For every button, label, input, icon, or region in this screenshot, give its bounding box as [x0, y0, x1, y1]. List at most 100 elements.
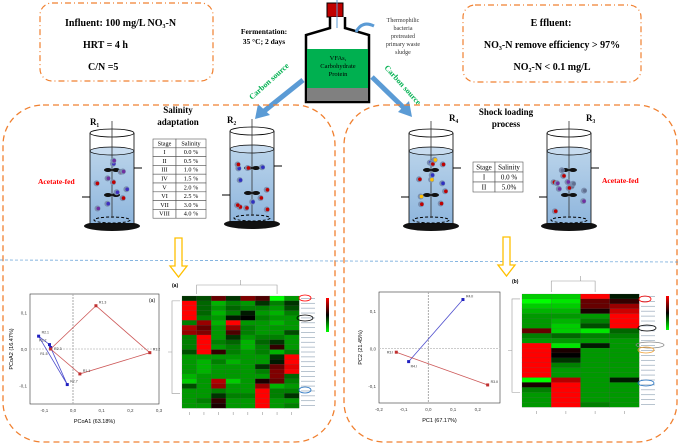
divider-line — [0, 259, 680, 263]
heatmap-cell — [609, 387, 640, 393]
right-panel-title-1: Shock loading — [479, 107, 534, 117]
y-axis-label: PCoA2 (16.47%) — [9, 328, 15, 369]
impeller — [423, 193, 431, 197]
heatmap-cell — [240, 320, 256, 326]
effluent-box — [462, 4, 642, 83]
heatmap-cell — [196, 315, 212, 321]
down-arrow-right — [496, 236, 517, 278]
heatmap-cell — [609, 328, 640, 334]
column-dendrogram — [550, 276, 596, 292]
highlight-oval — [637, 379, 655, 387]
heatmap-cell — [269, 305, 285, 311]
heatmap-cell — [181, 354, 197, 360]
heatmap-cell — [551, 338, 581, 344]
y-tick-label: -0,1 — [368, 384, 376, 389]
heatmap-cell — [240, 403, 256, 409]
heatmap-cell — [551, 323, 581, 329]
impeller — [561, 193, 569, 197]
heatmap-cell — [255, 354, 271, 360]
heatmap-cell — [269, 403, 285, 409]
data-point — [47, 343, 51, 347]
heatmap-cell — [255, 349, 271, 355]
x-tick-label: -0,1 — [40, 408, 48, 413]
point-label: R1.1 — [83, 369, 90, 373]
heatmap-cell — [211, 295, 227, 302]
heatmap-cell — [609, 347, 640, 354]
fermentation-conditions: 35 °C; 2 days — [243, 37, 285, 46]
heatmap-cell — [521, 367, 552, 373]
carbon-source-arrow-left: Carbon source — [247, 61, 305, 119]
carbon-source-label-right: Carbon source — [383, 63, 424, 107]
heatmap-cell — [211, 300, 227, 307]
heatmap-cell — [240, 330, 256, 336]
heatmap-cell — [225, 383, 241, 389]
heatmap-cell — [580, 367, 611, 373]
heatmap-cell — [580, 293, 611, 300]
heatmap-cell — [269, 315, 285, 321]
heatmap-cell — [211, 310, 227, 316]
impeller — [104, 193, 112, 197]
impeller — [569, 168, 577, 172]
heatmap-cell — [225, 393, 241, 399]
heatmap-cell — [211, 349, 227, 355]
heatmap-cell — [225, 368, 241, 375]
heatmap-cell — [609, 333, 640, 339]
heatmap-cell — [521, 387, 552, 393]
heatmap-cell — [521, 313, 552, 319]
heatmap-cell — [181, 330, 197, 336]
svg-text:pretreated: pretreated — [391, 34, 415, 40]
heatmap-cell — [196, 349, 212, 355]
heatmap-cell — [521, 328, 552, 334]
heatmap-cell — [181, 388, 197, 394]
heatmap-cell — [211, 344, 227, 350]
heatmap-cell — [225, 354, 241, 360]
heatmap-cell — [211, 325, 227, 331]
table-cell-text: III — [161, 167, 167, 174]
point-label: R1.2 — [153, 348, 160, 352]
row-dendrogram — [508, 298, 520, 393]
heatmap-cell — [240, 349, 256, 355]
heatmap-cell — [211, 383, 227, 389]
heatmap-cell — [255, 339, 271, 345]
heatmap-cell — [284, 320, 300, 326]
heatmap-cell — [580, 387, 611, 393]
heatmap-cell — [551, 293, 581, 300]
table-cell-text: I — [163, 149, 165, 156]
heatmap-cell — [255, 383, 271, 389]
heatmap-cell — [181, 320, 197, 326]
heatmap-cell — [196, 310, 212, 316]
heatmap-cell — [580, 397, 611, 403]
x-tick-label: 0,2 — [127, 408, 134, 413]
heatmap-cell — [255, 315, 271, 321]
heatmap-cell — [225, 305, 241, 311]
reactor-r1-label: R₁ — [90, 117, 99, 127]
heatmap-cell — [240, 305, 256, 311]
heatmap-cell — [521, 308, 552, 314]
heatmap-cell — [181, 383, 197, 389]
heatmap-cell — [609, 367, 640, 373]
heatmap-cell — [196, 383, 212, 389]
cn-text: C/N =5 — [88, 62, 118, 73]
heatmap-cell — [225, 334, 241, 341]
heatmap-cell — [196, 359, 212, 365]
heatmap-cell — [580, 298, 611, 305]
heatmap-cell — [181, 310, 197, 316]
reactor-r1 — [82, 121, 142, 231]
heatmap-cell — [196, 305, 212, 311]
heatmap-cell — [255, 344, 271, 350]
heatmap-cell — [181, 344, 197, 350]
heatmap-cell — [240, 359, 256, 365]
heatmap-cell — [609, 357, 640, 364]
data-point — [394, 350, 398, 354]
panel-label: (b) — [512, 279, 519, 285]
heatmap-cell — [255, 378, 271, 384]
influent-text: Influent: 100 mg/L NO₃-N — [65, 18, 177, 29]
heatmap-cell — [580, 318, 611, 324]
heatmap-cell — [211, 315, 227, 321]
heatmap-cell — [196, 368, 212, 375]
heatmap-cell — [609, 338, 640, 344]
heatmap-cell — [609, 323, 640, 329]
table-cell-text: 4.0 % — [184, 211, 198, 218]
data-point — [486, 383, 490, 387]
